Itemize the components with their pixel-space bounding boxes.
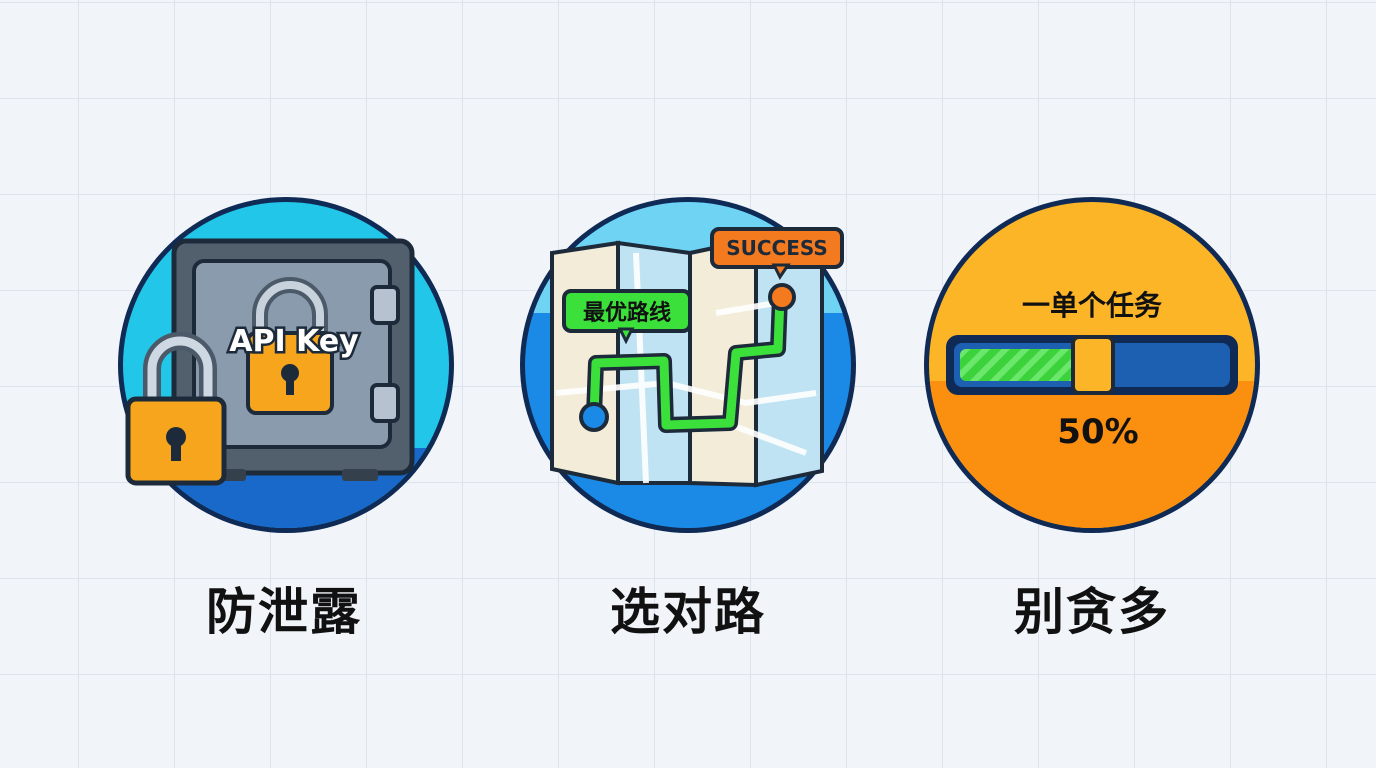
progress-fill [960, 349, 1092, 381]
route-card: 最优路线 SUCCESS [516, 193, 860, 537]
caption-dont-overload: 别贪多 [1014, 583, 1170, 641]
focus-card: 一单个任务 50% [920, 193, 1264, 537]
api-key-label: API Key [229, 324, 359, 359]
success-label: SUCCESS [726, 236, 828, 260]
slider-thumb [1071, 335, 1115, 395]
start-point-icon [579, 402, 609, 432]
progress-slider-icon: 一单个任务 50% [924, 197, 1260, 533]
safe-lock-icon: API Key [118, 197, 454, 533]
task-label: 一单个任务 [1022, 289, 1162, 322]
end-point-icon [768, 283, 796, 311]
caption-leak-prevention: 防泄露 [206, 583, 362, 641]
route-tag: 最优路线 [562, 289, 692, 345]
success-tag: SUCCESS [710, 227, 844, 280]
progress-text: 50% [1057, 412, 1138, 452]
caption-choose-route: 选对路 [610, 583, 766, 641]
progress-slider [946, 335, 1238, 395]
padlock-icon [246, 277, 334, 415]
security-card: API Key [114, 193, 458, 537]
route-label: 最优路线 [583, 300, 671, 326]
front-padlock-icon [125, 332, 227, 486]
route-map-icon: 最优路线 SUCCESS [520, 197, 856, 533]
